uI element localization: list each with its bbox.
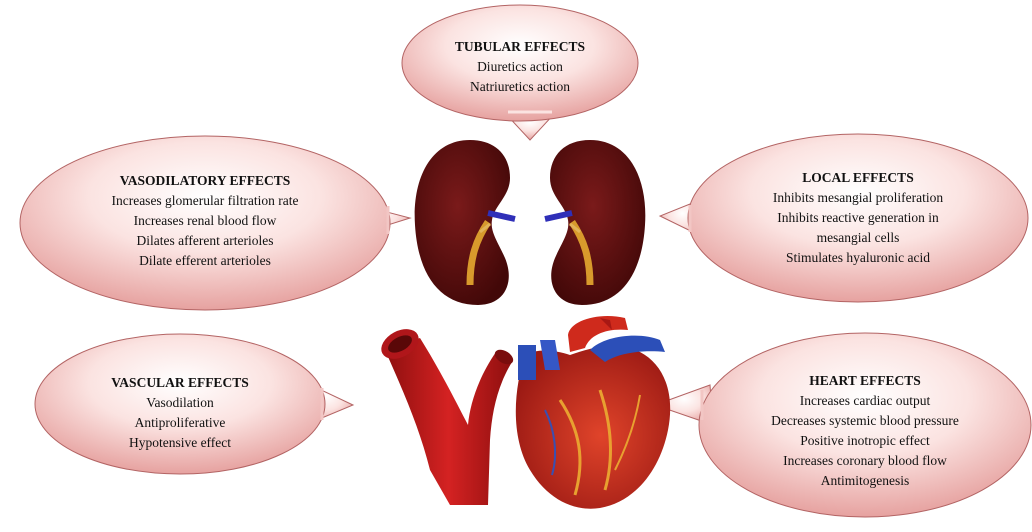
left-kidney: [415, 140, 515, 305]
heart-effect-line: Increases cardiac output: [720, 391, 1010, 411]
heart-effects-text: HEART EFFECTS Increases cardiac output D…: [720, 371, 1010, 491]
heart-effect-line: Positive inotropic effect: [720, 431, 1010, 451]
vascular-effects-text: VASCULAR EFFECTS Vasodilation Antiprolif…: [65, 373, 295, 453]
kidneys-illustration: [415, 140, 646, 305]
tubular-effects-text: TUBULAR EFFECTS Diuretics action Natriur…: [420, 37, 620, 97]
tubular-effect-line: Natriuretics action: [420, 77, 620, 97]
vasodilatory-effects-title: VASODILATORY EFFECTS: [55, 171, 355, 191]
local-effects-text: LOCAL EFFECTS Inhibits mesangial prolife…: [718, 168, 998, 268]
vascular-effect-line: Vasodilation: [65, 393, 295, 413]
vasodilatory-effect-line: Dilates afferent arterioles: [55, 231, 355, 251]
vascular-effect-line: Hypotensive effect: [65, 433, 295, 453]
heart-effect-line: Increases coronary blood flow: [720, 451, 1010, 471]
local-effect-line: Inhibits mesangial proliferation: [718, 188, 998, 208]
heart-effects-title: HEART EFFECTS: [720, 371, 1010, 391]
vasodilatory-effect-line: Increases glomerular filtration rate: [55, 191, 355, 211]
heart-illustration: [516, 316, 670, 509]
local-effect-line: mesangial cells: [718, 228, 998, 248]
vascular-effect-line: Antiproliferative: [65, 413, 295, 433]
local-effects-title: LOCAL EFFECTS: [718, 168, 998, 188]
tubular-effect-line: Diuretics action: [420, 57, 620, 77]
blood-vessel-illustration: [376, 323, 515, 505]
local-effect-line: Stimulates hyaluronic acid: [718, 248, 998, 268]
right-kidney: [545, 140, 645, 305]
heart-effect-line: Antimitogenesis: [720, 471, 1010, 491]
tubular-effects-title: TUBULAR EFFECTS: [420, 37, 620, 57]
heart-effect-line: Decreases systemic blood pressure: [720, 411, 1010, 431]
vascular-effects-title: VASCULAR EFFECTS: [65, 373, 295, 393]
vasodilatory-effects-text: VASODILATORY EFFECTS Increases glomerula…: [55, 171, 355, 271]
vasodilatory-effect-line: Dilate efferent arterioles: [55, 251, 355, 271]
local-effect-line: Inhibits reactive generation in: [718, 208, 998, 228]
vasodilatory-effect-line: Increases renal blood flow: [55, 211, 355, 231]
